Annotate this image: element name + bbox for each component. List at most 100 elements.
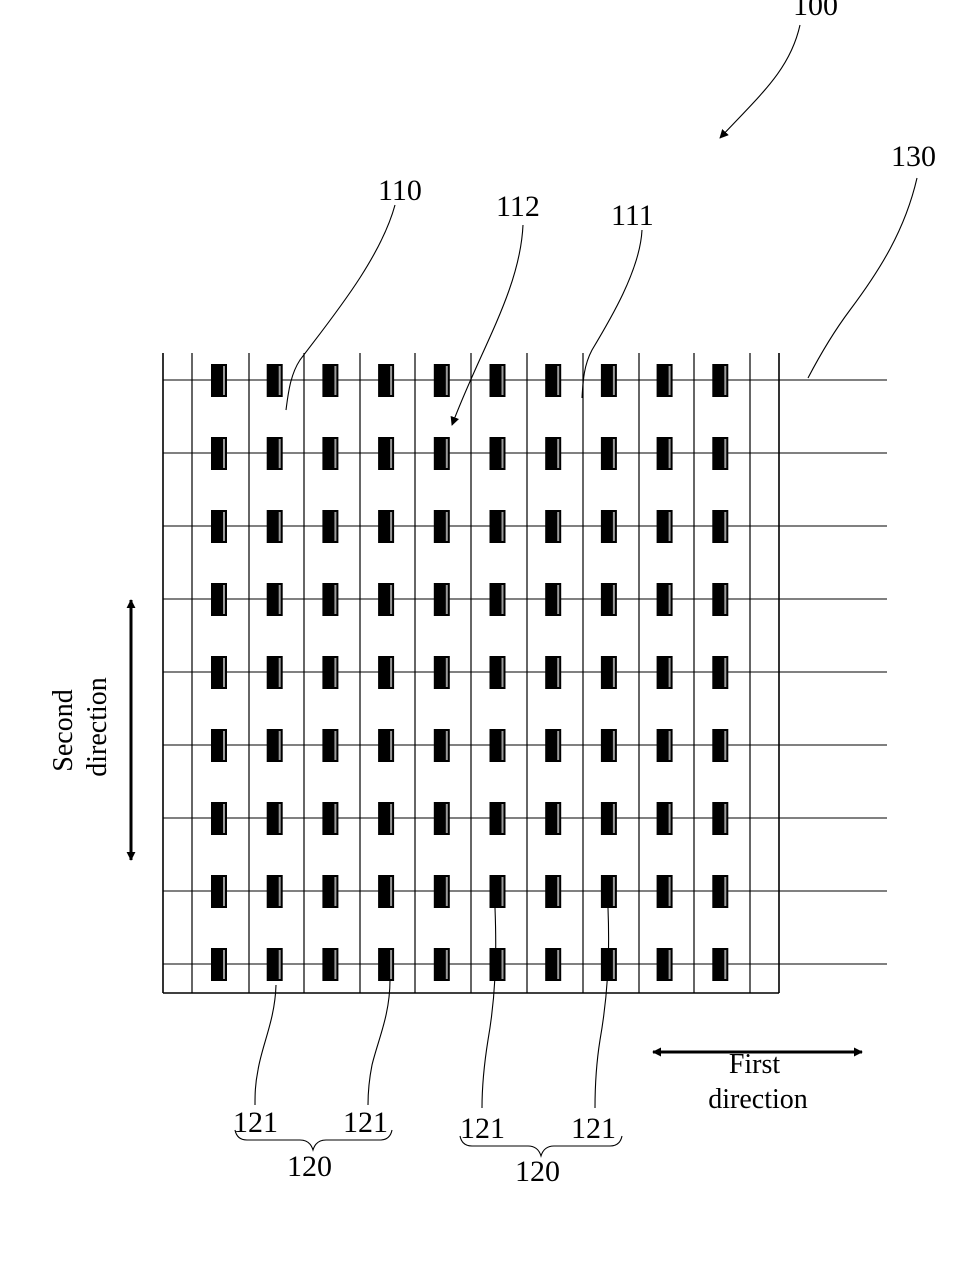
element-highlight bbox=[223, 366, 225, 395]
element-highlight bbox=[502, 950, 504, 979]
element-highlight bbox=[502, 731, 504, 760]
second-direction-line-1: Second bbox=[48, 689, 79, 771]
element-block bbox=[601, 583, 617, 616]
element-highlight bbox=[502, 658, 504, 687]
element-block bbox=[657, 583, 673, 616]
element-highlight bbox=[669, 439, 671, 468]
element-highlight bbox=[724, 439, 726, 468]
element-block bbox=[378, 802, 394, 835]
element-block bbox=[434, 729, 450, 762]
element-highlight bbox=[613, 658, 615, 687]
element-highlight bbox=[446, 658, 448, 687]
element-highlight bbox=[724, 731, 726, 760]
element-highlight bbox=[390, 585, 392, 614]
element-highlight bbox=[334, 804, 336, 833]
element-leader-1 bbox=[255, 985, 276, 1105]
element-highlight bbox=[390, 731, 392, 760]
element-block bbox=[211, 729, 227, 762]
element-highlight bbox=[334, 731, 336, 760]
element-highlight bbox=[446, 877, 448, 906]
element-highlight bbox=[334, 512, 336, 541]
element-block bbox=[657, 729, 673, 762]
element-block bbox=[211, 656, 227, 689]
element-block bbox=[378, 364, 394, 397]
element-block bbox=[322, 948, 338, 981]
element-block bbox=[211, 364, 227, 397]
element-highlight bbox=[279, 658, 281, 687]
element-block bbox=[657, 364, 673, 397]
element-block bbox=[601, 437, 617, 470]
element-highlight bbox=[223, 804, 225, 833]
first-direction-line-1: First bbox=[729, 1049, 781, 1080]
element-block bbox=[490, 729, 506, 762]
element-block bbox=[490, 437, 506, 470]
element-block bbox=[545, 802, 561, 835]
element-highlight bbox=[557, 585, 559, 614]
element-highlight bbox=[613, 366, 615, 395]
element-block bbox=[267, 583, 283, 616]
element-block bbox=[712, 802, 728, 835]
element-highlight bbox=[502, 877, 504, 906]
element-highlight bbox=[390, 877, 392, 906]
element-highlight bbox=[557, 877, 559, 906]
element-block bbox=[712, 510, 728, 543]
label-120-left: 120 bbox=[287, 1150, 332, 1183]
element-block bbox=[657, 437, 673, 470]
element-block bbox=[211, 948, 227, 981]
element-highlight bbox=[334, 877, 336, 906]
element-highlight bbox=[390, 512, 392, 541]
first-direction-label: First direction bbox=[708, 1049, 808, 1115]
element-block bbox=[601, 510, 617, 543]
element-highlight bbox=[613, 585, 615, 614]
element-block bbox=[322, 437, 338, 470]
element-block bbox=[267, 875, 283, 908]
label-121-d: 121 bbox=[571, 1112, 616, 1145]
element-block bbox=[211, 583, 227, 616]
element-block bbox=[490, 510, 506, 543]
second-direction-line-2: direction bbox=[82, 677, 113, 777]
element-block bbox=[434, 948, 450, 981]
element-highlight bbox=[669, 804, 671, 833]
element-highlight bbox=[446, 804, 448, 833]
element-highlight bbox=[502, 804, 504, 833]
element-block bbox=[378, 437, 394, 470]
element-block bbox=[490, 802, 506, 835]
element-highlight bbox=[724, 804, 726, 833]
element-highlight bbox=[613, 877, 615, 906]
element-block bbox=[657, 510, 673, 543]
element-highlight bbox=[223, 512, 225, 541]
element-highlight bbox=[502, 585, 504, 614]
element-block bbox=[601, 729, 617, 762]
element-block bbox=[657, 802, 673, 835]
element-highlight bbox=[223, 731, 225, 760]
element-block bbox=[545, 437, 561, 470]
element-highlight bbox=[724, 512, 726, 541]
element-highlight bbox=[613, 804, 615, 833]
element-block bbox=[545, 510, 561, 543]
element-block bbox=[601, 364, 617, 397]
element-block bbox=[712, 948, 728, 981]
element-block bbox=[211, 437, 227, 470]
element-block bbox=[267, 510, 283, 543]
element-highlight bbox=[390, 658, 392, 687]
label-121-c: 121 bbox=[460, 1112, 505, 1145]
element-block bbox=[657, 948, 673, 981]
element-highlight bbox=[279, 439, 281, 468]
element-highlight bbox=[557, 731, 559, 760]
element-block bbox=[267, 656, 283, 689]
element-block bbox=[490, 875, 506, 908]
element-highlight bbox=[223, 877, 225, 906]
element-highlight bbox=[334, 950, 336, 979]
element-block bbox=[378, 583, 394, 616]
element-block bbox=[434, 364, 450, 397]
element-highlight bbox=[613, 950, 615, 979]
element-block bbox=[378, 948, 394, 981]
element-block bbox=[657, 875, 673, 908]
device-leader-arrow bbox=[720, 25, 800, 138]
element-block bbox=[378, 510, 394, 543]
element-highlight bbox=[279, 366, 281, 395]
element-highlight bbox=[724, 366, 726, 395]
element-highlight bbox=[669, 950, 671, 979]
element-highlight bbox=[669, 366, 671, 395]
element-block bbox=[322, 656, 338, 689]
